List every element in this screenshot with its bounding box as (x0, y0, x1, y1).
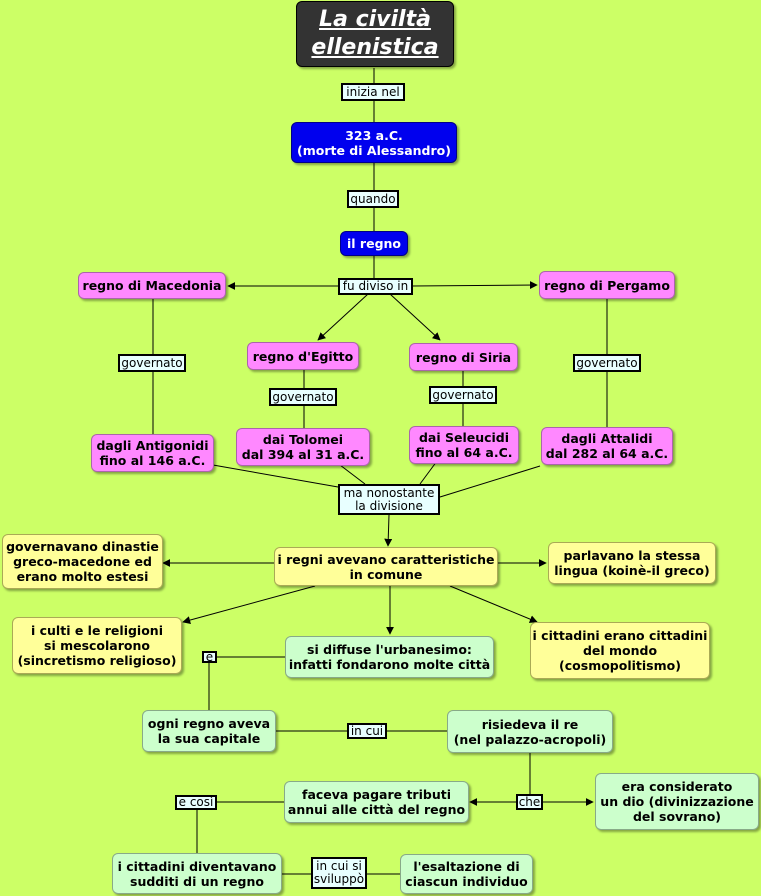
node-regno-macedonia: regno di Macedonia (78, 272, 226, 299)
node-antigonidi: dagli Antigonidi fino al 146 a.C. (91, 434, 214, 472)
node-attalidi: dagli Attalidi dal 282 al 64 a.C. (541, 427, 673, 465)
label-e-cosi: e così (175, 795, 217, 810)
label-fu-diviso-in: fu diviso in (338, 278, 413, 295)
node-re: risiedeva il re (nel palazzo-acropoli) (447, 710, 613, 753)
label-inizia-nel: inizia nel (341, 83, 405, 101)
node-dinastie: governavano dinastie greco-macedone ed e… (2, 534, 163, 589)
label-e: e (202, 650, 217, 663)
node-lingua: parlavano la stessa lingua (koinè-il gre… (548, 542, 716, 584)
node-regno-siria: regno di Siria (409, 343, 518, 371)
label-governato-macedonia: governato (118, 354, 186, 372)
node-regno-egitto: regno d'Egitto (247, 342, 359, 370)
node-culti: i culti e le religioni si mescolarono (s… (12, 617, 182, 674)
label-quando: quando (347, 190, 399, 208)
node-esaltazione: l'esaltazione di ciascun individuo (400, 854, 533, 894)
label-governato-pergamo: governato (573, 354, 641, 372)
node-caratteristiche-comune: i regni avevano caratteristiche in comun… (274, 547, 498, 586)
label-che: che (516, 794, 543, 810)
node-regno-pergamo: regno di Pergamo (539, 271, 675, 299)
node-dio: era considerato un dio (divinizzazione d… (595, 773, 759, 830)
node-tolomei: dai Tolomei dal 394 al 31 a.C. (236, 428, 370, 466)
label-governato-egitto: governato (269, 388, 337, 406)
label-ma-nonostante: ma nonostante la divisione (338, 484, 440, 515)
label-in-cui: in cui (347, 723, 387, 739)
node-sudditi: i cittadini diventavano sudditi di un re… (112, 853, 282, 894)
node-date-323: 323 a.C. (morte di Alessandro) (291, 122, 457, 163)
node-urbanesimo: si diffuse l'urbanesimo: infatti fondaro… (285, 636, 494, 678)
node-cosmopolitismo: i cittadini erano cittadini del mondo (c… (530, 622, 710, 679)
node-il-regno: il regno (340, 231, 408, 256)
node-seleucidi: dai Seleucidi fino al 64 a.C. (409, 426, 519, 464)
label-governato-siria: governato (429, 386, 497, 404)
label-in-cui-si-sviluppo: in cui si sviluppò (311, 857, 367, 889)
node-capitale: ogni regno aveva la sua capitale (142, 710, 276, 752)
map-title: La civiltà ellenistica (296, 1, 454, 67)
node-tributi: faceva pagare tributi annui alle città d… (284, 781, 469, 823)
